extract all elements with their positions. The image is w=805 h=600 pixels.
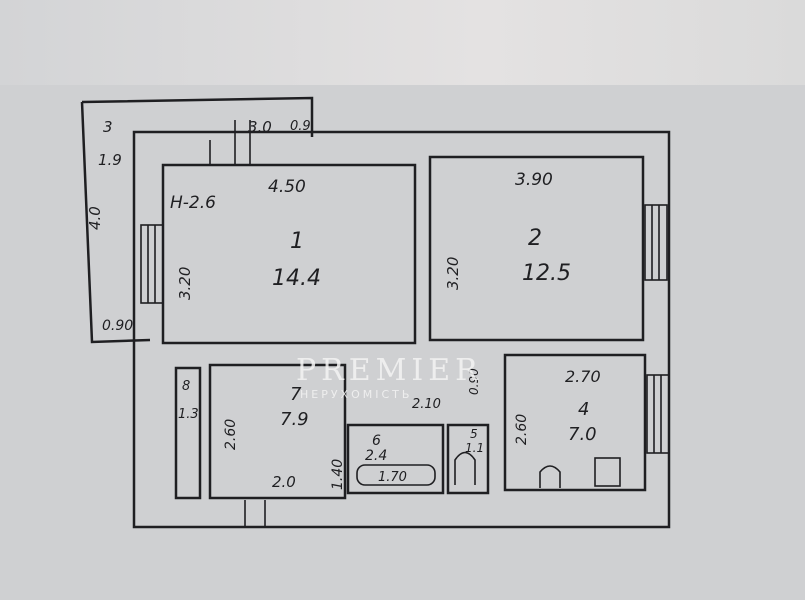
sink-icon xyxy=(539,465,561,488)
room-1-depth: 3.20 xyxy=(176,267,194,300)
room-7-side: 1.40 xyxy=(330,459,346,490)
room-5 xyxy=(446,423,490,495)
room-8 xyxy=(174,366,202,500)
room-4 xyxy=(503,353,647,492)
photo-background-top xyxy=(0,0,805,90)
room-7-area: 7.9 xyxy=(280,409,309,430)
room-1-area: 14.4 xyxy=(272,266,321,291)
room-1-width: 4.50 xyxy=(268,177,306,197)
bath-length: 1.70 xyxy=(378,470,407,485)
stove-icon xyxy=(594,457,621,487)
room-4-depth: 2.60 xyxy=(514,414,530,445)
windows xyxy=(140,120,670,527)
watermark-brand: PREMIER xyxy=(296,353,483,388)
toilet-icon xyxy=(454,451,476,485)
room-2-width: 3.90 xyxy=(515,170,553,190)
room-8-number: 8 xyxy=(182,379,190,394)
balcony-depth: 0.9 xyxy=(290,119,311,134)
room-6-area: 2.4 xyxy=(365,448,387,464)
room-6 xyxy=(346,423,445,495)
room-7-depth: 2.60 xyxy=(223,419,239,450)
room-2 xyxy=(428,155,645,342)
outer-wall xyxy=(132,130,671,529)
room-4-number: 4 xyxy=(578,399,589,420)
room-6-width: 2.10 xyxy=(412,397,441,412)
watermark-subtitle: НЕРУХОМІСТЬ xyxy=(300,388,412,401)
ceiling-height: H-2.6 xyxy=(170,193,216,213)
room-2-number: 2 xyxy=(528,226,542,251)
room-7-number: 7 xyxy=(290,384,302,405)
room-1-number: 1 xyxy=(290,229,304,254)
room-4-area: 7.0 xyxy=(568,424,597,445)
room-7-width: 2.0 xyxy=(272,473,296,491)
balcony-outline xyxy=(80,96,314,344)
room-7 xyxy=(208,363,347,500)
room-2-depth: 3.20 xyxy=(444,257,462,290)
room-2-area: 12.5 xyxy=(522,261,571,286)
room-4-width: 2.70 xyxy=(565,367,601,386)
balcony-width: 3.0 xyxy=(248,118,272,136)
balcony-number: 3 xyxy=(103,118,113,136)
balcony-area: 1.9 xyxy=(98,151,122,169)
balcony-length: 4.0 xyxy=(86,206,104,230)
room-8-area: 1.3 xyxy=(178,407,199,422)
room-5-area: 1.1 xyxy=(465,441,484,455)
balcony-side: 0.90 xyxy=(102,318,133,334)
room-6-number: 6 xyxy=(372,433,381,449)
room-5-number: 5 xyxy=(470,427,478,441)
room-5-depth: 0.90 xyxy=(467,368,481,395)
